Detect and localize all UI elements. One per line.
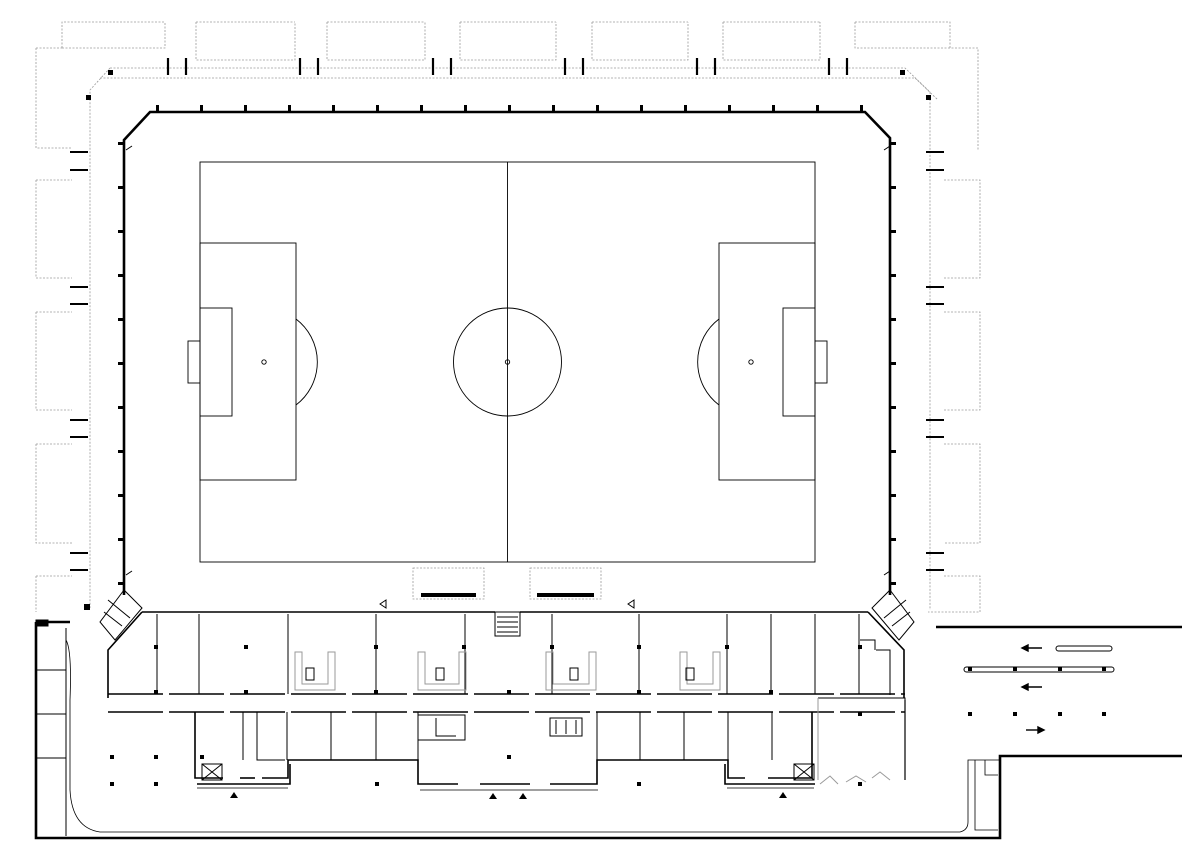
room-partitions	[156, 614, 891, 761]
stand-column	[376, 105, 379, 111]
access-lanes	[963, 643, 1115, 735]
stand-column	[420, 105, 423, 111]
stand-column	[890, 362, 896, 365]
right-penalty-spot	[748, 359, 754, 365]
left-penalty-spot	[261, 359, 267, 365]
stand-column	[118, 450, 124, 453]
stand-column	[118, 274, 124, 277]
arrow-left-icon	[1020, 643, 1042, 653]
stand-column	[118, 186, 124, 189]
stand-column	[816, 105, 819, 111]
arrow-right-icon	[1026, 725, 1046, 735]
stand-column	[118, 230, 124, 233]
structural-columns	[110, 645, 1106, 786]
lift-cores	[201, 763, 815, 781]
stand-access-marks	[125, 145, 891, 609]
stand-column	[728, 105, 731, 111]
lane-divider-upper	[1055, 645, 1113, 652]
stand-column	[890, 538, 896, 541]
football-pitch	[187, 161, 828, 563]
left-penalty-area	[199, 242, 297, 481]
stand-column	[118, 406, 124, 409]
team-benches	[412, 567, 602, 600]
stand-column	[118, 318, 124, 321]
stand-column	[118, 362, 124, 365]
right-goal	[814, 340, 828, 384]
left-goal	[187, 340, 201, 384]
right-goal-area	[782, 307, 816, 417]
stand-column	[684, 105, 687, 111]
stand-column	[890, 230, 896, 233]
stand-column	[244, 105, 247, 111]
right-penalty-area	[718, 242, 816, 481]
stand-column	[332, 105, 335, 111]
main-stand-building	[107, 611, 905, 791]
stand-column	[890, 406, 896, 409]
stand-column	[860, 105, 863, 111]
stand-column	[890, 494, 896, 497]
lane-divider	[963, 666, 1115, 673]
outer-columns	[84, 70, 931, 610]
stand-column	[890, 186, 896, 189]
right-service-wing	[817, 697, 906, 785]
stand-column	[552, 105, 555, 111]
stand-column	[288, 105, 291, 111]
stand-column	[118, 142, 124, 145]
stands-boundary	[122, 110, 892, 595]
stand-column	[890, 274, 896, 277]
stand-column	[890, 582, 896, 585]
left-goal-area	[199, 307, 233, 417]
left-penalty-arc	[295, 318, 318, 406]
side-gate-markers	[70, 151, 944, 571]
plot-boundary	[34, 619, 1182, 840]
stand-column	[118, 494, 124, 497]
center-spot	[504, 359, 511, 365]
center-circle	[453, 307, 562, 417]
stand-column	[156, 105, 159, 111]
corner-stairs	[99, 589, 915, 641]
roof-canopy-outline	[35, 21, 981, 613]
stand-column	[118, 582, 124, 585]
stand-column	[890, 450, 896, 453]
right-penalty-arc	[697, 318, 720, 406]
stand-column	[890, 142, 896, 145]
stand-column	[890, 318, 896, 321]
top-gate-markers	[166, 58, 849, 75]
stand-perimeter-columns	[118, 105, 896, 585]
stand-column	[200, 105, 203, 111]
stand-column	[640, 105, 643, 111]
stand-column	[772, 105, 775, 111]
players-tunnel	[494, 611, 521, 637]
triangle-entrance-icon	[230, 792, 787, 799]
stand-column	[596, 105, 599, 111]
stand-column	[508, 105, 511, 111]
arrow-left-icon	[1020, 682, 1042, 692]
stand-column	[118, 538, 124, 541]
lounge-bars	[294, 651, 721, 691]
stand-column	[464, 105, 467, 111]
